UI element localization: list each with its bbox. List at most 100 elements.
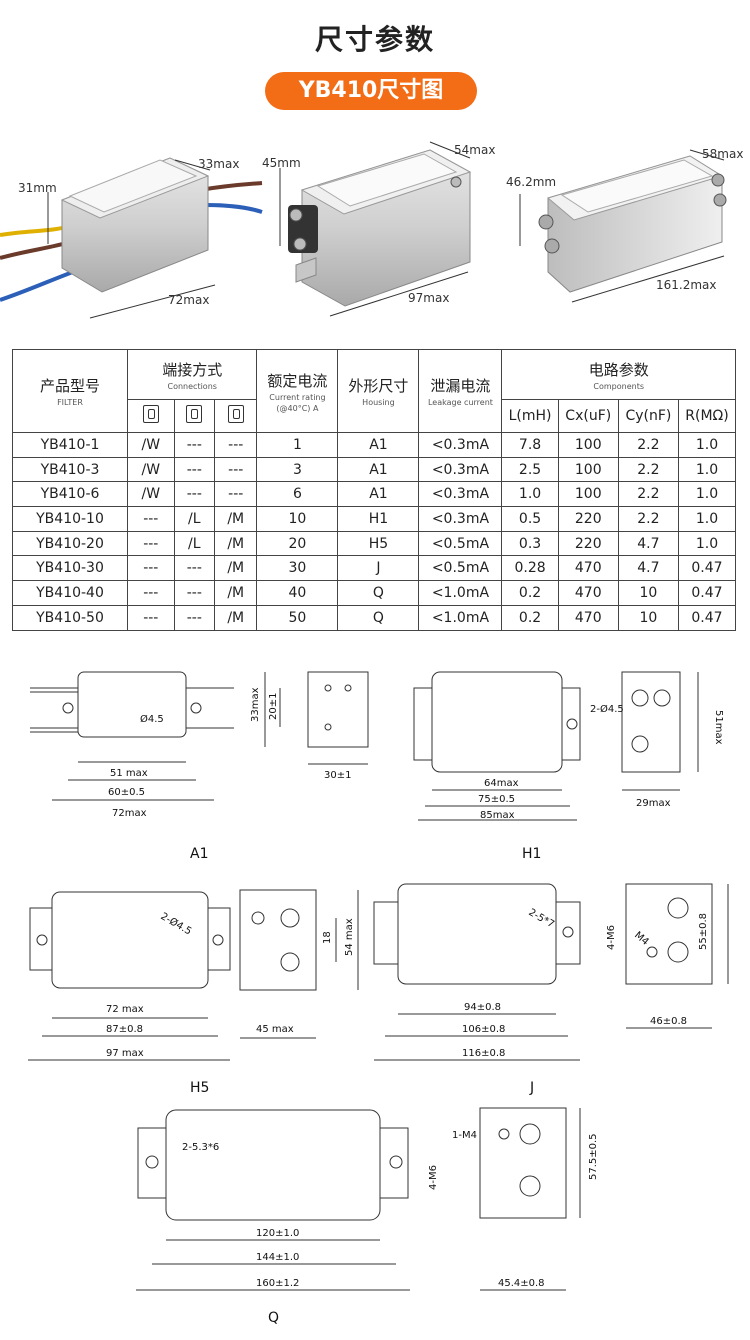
cell-current: 40 — [256, 580, 339, 606]
q-dim1: 120±1.0 — [256, 1228, 299, 1239]
j-dim1: 94±0.8 — [464, 1002, 501, 1013]
cell-conn-tab: --- — [173, 555, 216, 582]
h5-side-width: 45 max — [256, 1024, 294, 1035]
h5-dim3: 97 max — [106, 1048, 144, 1059]
cell-L: 2.5 — [501, 456, 559, 483]
drawing-h1-label: H1 — [522, 846, 541, 862]
cell-housing: A1 — [337, 456, 420, 483]
cell-R: 0.47 — [677, 580, 737, 606]
j-hole-label: 2-5*7 — [527, 907, 556, 930]
cell-current: 10 — [256, 506, 339, 532]
cell-conn-wire: --- — [127, 580, 175, 606]
cell-conn-wire: /W — [127, 481, 175, 508]
cell-current: 20 — [256, 530, 339, 557]
cell-Cy: 2.2 — [617, 506, 679, 532]
cell-conn-wire: --- — [127, 506, 175, 532]
a1-hole-label: Ø4.5 — [140, 713, 164, 725]
j-dim2: 106±0.8 — [462, 1024, 505, 1035]
cell-current: 3 — [256, 456, 339, 483]
photo1-width: 33max — [198, 157, 239, 171]
cell-R: 1.0 — [677, 530, 737, 557]
cell-R: 0.47 — [677, 604, 737, 631]
q-side-thread: 1-M4 — [452, 1130, 477, 1141]
q-thread-label: 4-M6 — [428, 1165, 439, 1190]
cell-model: YB410-6 — [12, 481, 128, 508]
drawing-h5-label: H5 — [190, 1080, 209, 1096]
cell-conn-screw: --- — [214, 432, 258, 458]
cell-L: 0.2 — [501, 604, 559, 631]
cell-R: 1.0 — [677, 432, 737, 458]
cell-leakage: <0.3mA — [418, 481, 503, 508]
drawing-q-side — [479, 1107, 581, 1291]
drawing-a1-side — [264, 671, 369, 765]
drawing-q-front — [136, 1109, 410, 1291]
cell-housing: Q — [337, 580, 420, 606]
cell-Cy: 10 — [617, 604, 679, 631]
cell-Cx: 470 — [557, 580, 619, 606]
photo2-width: 54max — [454, 143, 495, 157]
cell-Cy: 4.7 — [617, 530, 679, 557]
cell-model: YB410-40 — [12, 580, 128, 606]
drawing-h5-side — [239, 889, 359, 1039]
j-side-height: 55±0.8 — [698, 913, 709, 950]
cell-housing: J — [337, 555, 420, 582]
h1-hole-label: 2-Ø4.5 — [590, 703, 624, 715]
cell-leakage: <0.3mA — [418, 432, 503, 458]
drawing-q-label: Q — [268, 1310, 279, 1326]
cell-current: 1 — [256, 432, 339, 458]
cell-conn-tab: /L — [173, 530, 216, 557]
screw-terminal-icon — [214, 399, 258, 433]
cell-conn-screw: /M — [214, 555, 258, 582]
h5-dim2: 87±0.8 — [106, 1024, 143, 1035]
col-R-header: R(MΩ) — [677, 399, 737, 433]
photo3-height: 46.2mm — [506, 175, 556, 189]
j-dim3: 116±0.8 — [462, 1048, 505, 1059]
cell-model: YB410-50 — [12, 604, 128, 631]
h1-dim1: 64max — [484, 778, 519, 789]
q-hole-label: 2-5.3*6 — [182, 1142, 219, 1153]
cell-current: 6 — [256, 481, 339, 508]
cell-conn-tab: --- — [173, 580, 216, 606]
drawing-h1-side — [621, 671, 699, 791]
q-side-width: 45.4±0.8 — [498, 1278, 545, 1289]
photo3-length: 161.2max — [656, 278, 717, 292]
product-photos: 31mm 33max 72max 45mm 54max 97max 46.2mm… — [0, 141, 743, 319]
drawing-j-front — [373, 883, 581, 1061]
cell-Cx: 220 — [557, 506, 619, 532]
technical-drawings: Ø4.5 51 max 60±0.5 72max 33max 20±1 30±1… — [28, 671, 729, 1326]
cell-R: 0.47 — [677, 555, 737, 582]
cell-conn-tab: --- — [173, 456, 216, 483]
cell-conn-tab: --- — [173, 604, 216, 631]
cell-Cx: 100 — [557, 481, 619, 508]
h5-side-height: 54 max — [344, 918, 355, 956]
cell-L: 0.28 — [501, 555, 559, 582]
a1-side-hole-spacing: 20±1 — [268, 693, 279, 720]
cell-housing: A1 — [337, 481, 420, 508]
photo-h5-filter — [279, 141, 472, 317]
cell-L: 7.8 — [501, 432, 559, 458]
cell-leakage: <0.3mA — [418, 506, 503, 532]
cell-leakage: <1.0mA — [418, 580, 503, 606]
cell-L: 0.2 — [501, 580, 559, 606]
cell-conn-wire: /W — [127, 432, 175, 458]
cell-current: 30 — [256, 555, 339, 582]
h5-hole-label: 2-Ø4.5 — [159, 910, 194, 937]
photo2-length: 97max — [408, 291, 449, 305]
h1-side-width: 29max — [636, 798, 671, 809]
a1-dim2: 60±0.5 — [108, 787, 145, 798]
cell-Cx: 220 — [557, 530, 619, 557]
cell-L: 1.0 — [501, 481, 559, 508]
cell-current: 50 — [256, 604, 339, 631]
cell-Cx: 100 — [557, 432, 619, 458]
a1-side-width: 30±1 — [324, 770, 351, 781]
drawing-a1-front — [30, 671, 234, 801]
cell-R: 1.0 — [677, 506, 737, 532]
col-L-header: L(mH) — [501, 399, 559, 433]
